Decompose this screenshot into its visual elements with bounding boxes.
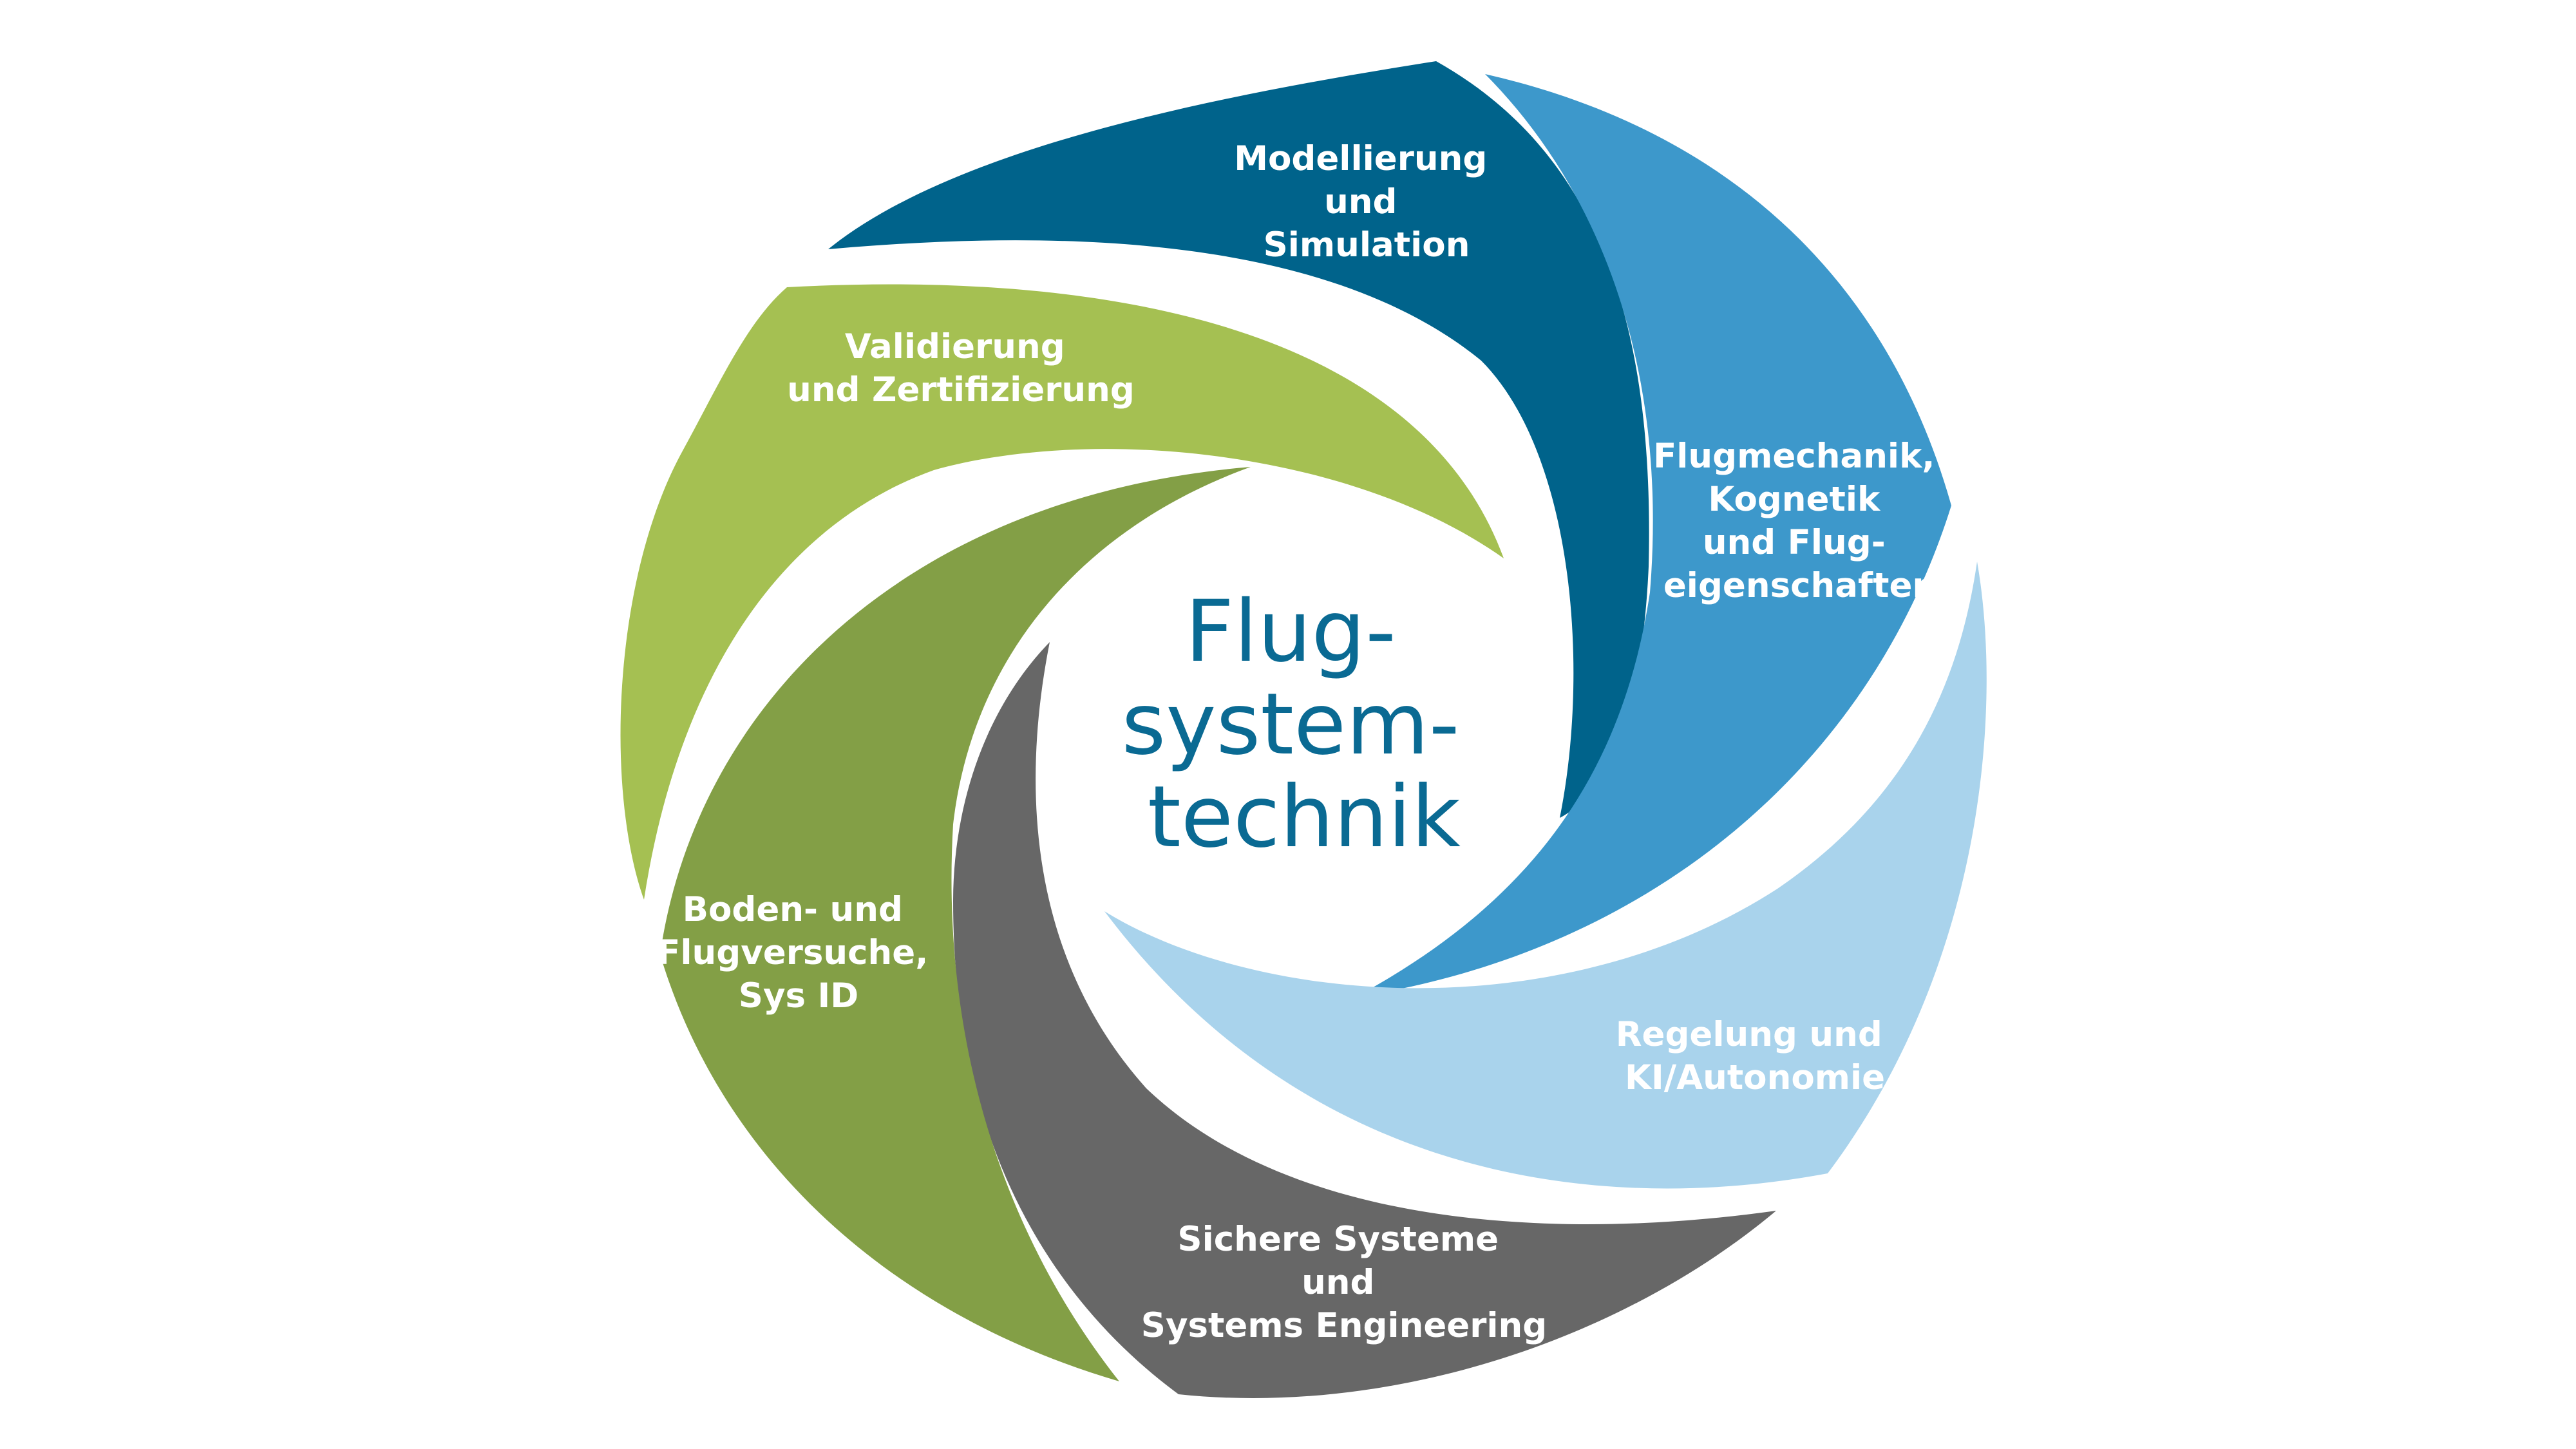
segment-sichere-systeme-line-3: Systems Engineering bbox=[1141, 1306, 1547, 1345]
segment-boden-flugversuche-line-2: Flugversuche, bbox=[657, 933, 928, 972]
segment-regelung-line-1: Regelung und bbox=[1616, 1015, 1882, 1054]
segment-flugmechanik-label: Flugmechanik, Kognetik und Flug- eigensc… bbox=[1653, 437, 1947, 605]
segment-boden-flugversuche-shape bbox=[660, 467, 1251, 1381]
segment-modellierung-shape bbox=[828, 61, 1649, 818]
segment-validierung-line-1: Validierung bbox=[845, 327, 1065, 366]
segment-flugmechanik-shape bbox=[1356, 74, 1951, 997]
segment-sichere-systeme-shape bbox=[953, 642, 1776, 1399]
segment-flugmechanik-line-3: und Flug- bbox=[1703, 523, 1886, 562]
segment-regelung-shape bbox=[1104, 562, 1987, 1189]
segment-boden-flugversuche-line-1: Boden- und bbox=[683, 890, 903, 929]
segment-modellierung-line-3: Simulation bbox=[1264, 225, 1470, 265]
segment-modellierung: Modellierung und Simulation bbox=[828, 61, 1649, 818]
center-title-line-3: technik bbox=[1148, 768, 1461, 867]
segment-boden-flugversuche: Boden- und Flugversuche, Sys ID bbox=[657, 467, 1251, 1381]
segment-boden-flugversuche-label: Boden- und Flugversuche, Sys ID bbox=[657, 890, 940, 1016]
segment-flugmechanik-line-2: Kognetik bbox=[1708, 480, 1881, 519]
segment-validierung-line-2: und Zertifizierung bbox=[787, 370, 1135, 410]
segment-modellierung-line-1: Modellierung bbox=[1234, 139, 1487, 178]
segment-sichere-systeme-label: Sichere Systeme und Systems Engineering bbox=[1141, 1220, 1547, 1345]
center-title: Flug- system- technik bbox=[1122, 582, 1487, 867]
segment-validierung-label: Validierung und Zertifizierung bbox=[787, 327, 1135, 410]
segment-boden-flugversuche-line-3: Sys ID bbox=[739, 976, 858, 1016]
segment-validierung: Validierung und Zertifizierung bbox=[620, 284, 1504, 900]
segment-regelung: Regelung und KI/Autonomie bbox=[1104, 562, 1987, 1189]
segment-regelung-line-2: KI/Autonomie bbox=[1625, 1058, 1885, 1097]
center-title-line-2: system- bbox=[1122, 675, 1460, 774]
segment-validierung-shape bbox=[620, 284, 1504, 900]
segment-flugmechanik-line-1: Flugmechanik, bbox=[1653, 437, 1935, 476]
segment-sichere-systeme-line-2: und bbox=[1302, 1263, 1374, 1302]
segment-flugmechanik-line-4: eigenschaften bbox=[1663, 566, 1937, 605]
segment-sichere-systeme-line-1: Sichere Systeme bbox=[1177, 1220, 1499, 1259]
segment-modellierung-line-2: und bbox=[1324, 182, 1397, 222]
center-title-line-1: Flug- bbox=[1185, 582, 1396, 681]
segment-flugmechanik: Flugmechanik, Kognetik und Flug- eigensc… bbox=[1356, 74, 1951, 997]
segment-sichere-systeme: Sichere Systeme und Systems Engineering bbox=[953, 642, 1776, 1399]
segment-regelung-label: Regelung und KI/Autonomie bbox=[1616, 1015, 1895, 1097]
segment-modellierung-label: Modellierung und Simulation bbox=[1234, 139, 1499, 265]
